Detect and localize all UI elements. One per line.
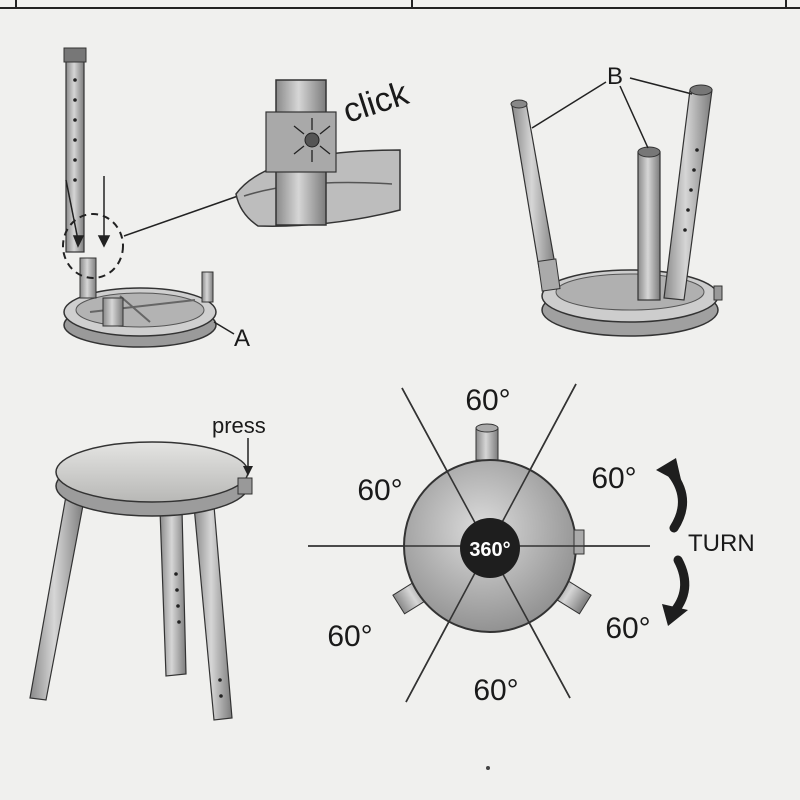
- stool-seat: [55, 441, 253, 517]
- press-arrow-head: [243, 466, 253, 476]
- angle-label-top: 60°: [465, 384, 510, 417]
- insert-arrows: [65, 176, 111, 248]
- part-A-leader: [213, 321, 235, 335]
- paper-speck: [486, 766, 490, 770]
- turn-arrow-up-icon: [656, 458, 687, 533]
- seat-base-upside-down: [541, 269, 723, 337]
- angle-label-upper-left: 60°: [357, 474, 402, 507]
- click-detail-zoom: [235, 79, 401, 227]
- leg-right: [663, 84, 713, 301]
- top-frame: [0, 0, 800, 9]
- click-label: click: [338, 74, 414, 131]
- angle-label-lower-left: 60°: [327, 620, 372, 653]
- panel-legs-attached: B: [510, 63, 723, 337]
- part-A-label: A: [234, 325, 250, 352]
- leg-middle: [637, 146, 661, 301]
- stool-legs: [29, 495, 233, 721]
- press-label: press: [212, 413, 266, 438]
- part-B-leaders: [531, 77, 693, 149]
- leg-tube: [63, 47, 97, 299]
- panel-finished-stool: press: [29, 413, 266, 721]
- part-B-label: B: [607, 63, 623, 90]
- top-view-stool: [308, 383, 650, 703]
- seat-base-A: [63, 271, 217, 348]
- leg-left: [510, 99, 561, 292]
- angle-label-lower-right: 60°: [605, 612, 650, 645]
- detail-leader-line: [123, 195, 239, 237]
- angle-label-upper-right: 60°: [591, 462, 636, 495]
- turn-label: TURN: [688, 530, 755, 557]
- angle-label-bottom: 60°: [473, 674, 518, 707]
- turn-arrow-down-icon: [662, 555, 690, 626]
- panel-rotation: 360° 60° 60° 60° 60° 60° 60° TURN: [308, 383, 755, 707]
- rotation-center-label: 360°: [469, 539, 510, 561]
- panel-insert-leg: click A: [62, 47, 414, 352]
- detail-highlight-circle: [62, 213, 124, 279]
